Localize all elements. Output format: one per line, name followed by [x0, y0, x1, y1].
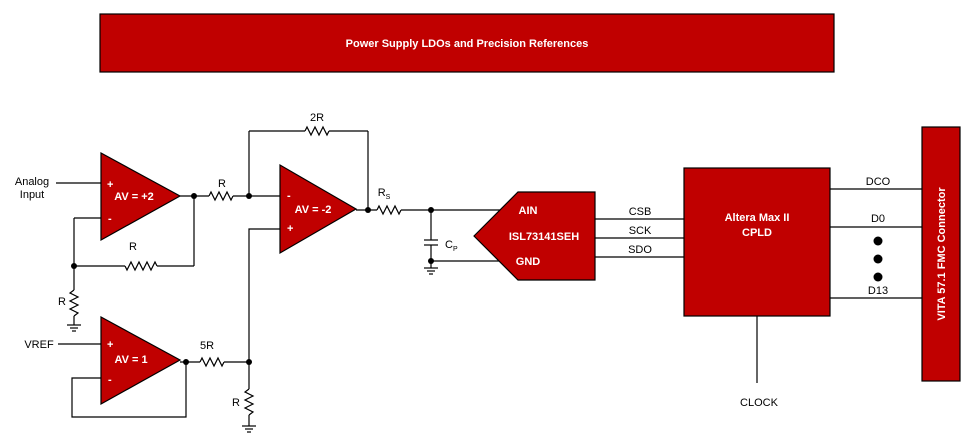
- amp2-plus: +: [287, 223, 293, 235]
- resistor-r-ground1: [68, 289, 80, 317]
- connector-label: VITA 57.1 FMC Connector: [936, 187, 948, 321]
- vita-fmc-connector: [921, 126, 961, 382]
- ellipsis-dot: [873, 272, 883, 282]
- sck-label: SCK: [629, 225, 652, 237]
- clock-label: CLOCK: [740, 397, 779, 409]
- analog-input-label-line2: Input: [20, 189, 44, 201]
- dco-label: DCO: [866, 176, 891, 188]
- ground-icon: [242, 425, 256, 433]
- cpld-label-line2: CPLD: [742, 227, 772, 239]
- resistor-rs-label: RS: [378, 187, 391, 201]
- amp3-label: AV = 1: [114, 354, 147, 366]
- altera-max-ii-cpld: [683, 167, 831, 317]
- amp1-minus-node: [71, 263, 77, 269]
- adc-name: ISL73141SEH: [509, 231, 579, 243]
- adc-gnd-pin: GND: [516, 256, 541, 268]
- resistor-r-ground2: [243, 388, 255, 416]
- amp-av-minus2: [279, 163, 358, 255]
- d0-label: D0: [871, 213, 885, 225]
- resistor-r-ground2-label: R: [232, 397, 240, 409]
- amp-av-1: [100, 315, 182, 406]
- adc-isl73141seh: [473, 191, 596, 281]
- amp1-minus: -: [108, 213, 112, 225]
- resistor-2r-label: 2R: [310, 112, 324, 124]
- resistor-2r-feedback: [304, 125, 330, 137]
- ground-icon: [424, 267, 438, 275]
- amp2-label: AV = -2: [295, 204, 332, 216]
- resistor-r-ground1-label: R: [58, 296, 66, 308]
- amp3-output-node: [183, 359, 189, 365]
- amp1-label: AV = +2: [114, 191, 154, 203]
- adc-ain-pin: AIN: [519, 205, 538, 217]
- ellipsis-dot: [873, 254, 883, 264]
- amp2-output-node: [365, 207, 371, 213]
- amp-av-plus2: [100, 151, 182, 242]
- csb-label: CSB: [629, 206, 652, 218]
- resistor-r-feedback1-label: R: [129, 241, 137, 253]
- capacitor-cp-label: CP: [445, 239, 458, 253]
- resistor-5r-label: 5R: [200, 340, 214, 352]
- cpld-label-line1: Altera Max II: [725, 212, 790, 224]
- resistor-5r: [199, 356, 225, 368]
- resistor-rs: [376, 204, 402, 216]
- amp3-feedback-loop: [71, 362, 187, 418]
- d13-label: D13: [868, 285, 888, 297]
- resistor-r-in: [208, 190, 234, 202]
- analog-input-label-line1: Analog: [15, 176, 49, 188]
- ellipsis-dot: [873, 236, 883, 246]
- amp1-plus: +: [107, 179, 113, 191]
- amp3-plus: +: [107, 339, 113, 351]
- sdo-label: SDO: [628, 244, 652, 256]
- resistor-r-feedback1: [124, 260, 158, 272]
- ground-icon: [67, 324, 81, 332]
- amp3-minus: -: [108, 374, 112, 386]
- resistor-r-in-label: R: [218, 178, 226, 190]
- amp2-plus-wire: [248, 228, 280, 362]
- vref-label: VREF: [24, 339, 54, 351]
- power-supply-banner: [99, 13, 835, 73]
- banner-title: Power Supply LDOs and Precision Referenc…: [346, 38, 589, 50]
- amp2-minus: -: [287, 190, 291, 202]
